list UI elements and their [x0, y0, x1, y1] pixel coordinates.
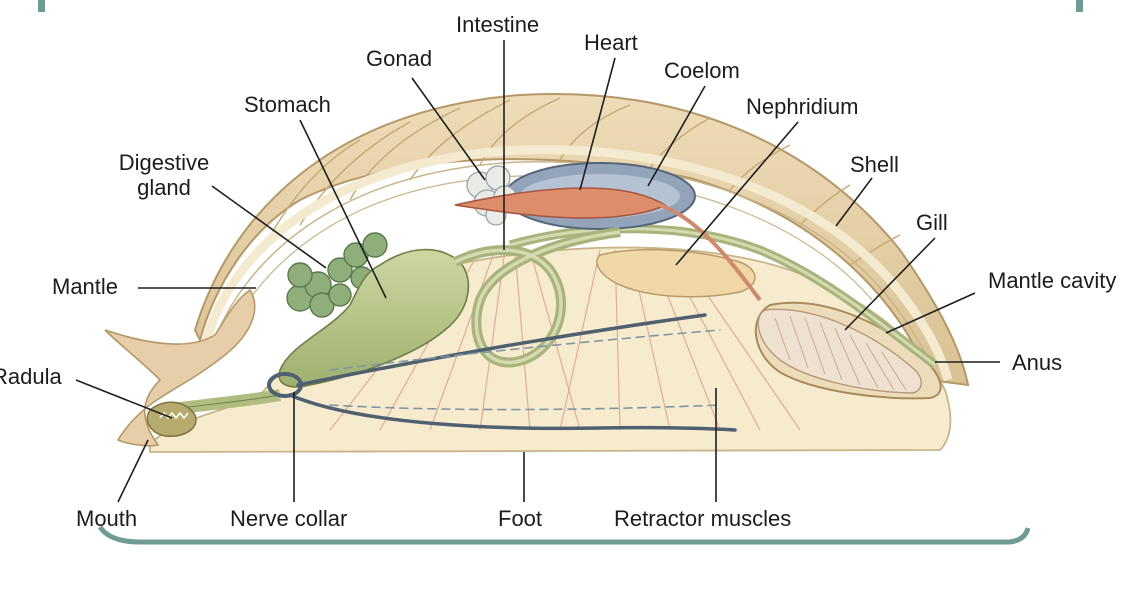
nerve-cord-dashed — [329, 329, 721, 371]
label-digestive-gland: Digestive gland — [108, 150, 220, 200]
label-coelom: Coelom — [664, 58, 740, 83]
label-heart: Heart — [584, 30, 638, 55]
label-digestive-gland-line1: Digestive — [118, 150, 210, 175]
muscle-fiber — [429, 249, 496, 431]
intestine-rectum-highlight — [509, 227, 936, 367]
leader-lines — [75, 40, 1000, 503]
label-stomach: Stomach — [244, 92, 331, 117]
frame-bottom-rule — [97, 525, 1031, 545]
radula-teeth — [159, 411, 189, 420]
gill-filament — [774, 317, 791, 361]
gland-lobe — [327, 257, 353, 283]
label-retractor-muscles: Retractor muscles — [614, 506, 792, 531]
label-gill: Gill — [916, 210, 948, 235]
label-intestine: Intestine — [456, 12, 540, 37]
leader-shell — [835, 177, 873, 227]
leader-coelom — [647, 85, 706, 187]
muscle-fiber — [559, 249, 601, 431]
leader-nephridium — [675, 121, 799, 266]
nerve-cord-dashed — [329, 404, 721, 411]
gill-filaments — [774, 315, 907, 391]
nerve-cord-pedal — [288, 393, 737, 432]
gill-filament — [834, 327, 861, 386]
leader-radula — [75, 379, 173, 419]
gill-filament — [819, 321, 843, 381]
slide-frame — [38, 0, 1083, 545]
gill-filament — [804, 317, 826, 375]
label-radula: Radula — [0, 364, 62, 389]
gland-lobe — [287, 262, 313, 288]
buccal-cavity — [146, 401, 197, 437]
gill-filament — [865, 342, 895, 391]
leader-mantle-cavity — [885, 292, 976, 334]
label-mouth: Mouth — [76, 506, 138, 531]
mantle-layer-line — [217, 175, 873, 359]
leader-stomach — [299, 119, 387, 299]
shell-ridge — [729, 144, 791, 191]
label-shell: Shell — [850, 152, 899, 177]
nephridium-organ — [596, 248, 756, 298]
leader-gonad — [411, 77, 486, 181]
leader-gill — [844, 237, 936, 331]
aorta — [659, 203, 762, 302]
frame-corner-right — [1076, 0, 1083, 12]
gill-filament — [881, 351, 907, 391]
frame-corner-left — [38, 0, 45, 12]
leader-heart — [579, 57, 616, 191]
digestive-gland-organ — [286, 232, 388, 318]
gill-filament — [789, 315, 809, 369]
label-anus: Anus — [1012, 350, 1063, 375]
shell-ridge — [799, 184, 851, 226]
gill-filament — [849, 334, 879, 389]
muscle-fiber — [514, 249, 531, 431]
label-nerve-collar: Nerve collar — [230, 506, 348, 531]
gland-lobe — [328, 283, 352, 307]
nervous-system — [267, 313, 737, 432]
intestine-coil-highlight — [454, 230, 621, 365]
leader-digestive-gland — [211, 185, 327, 269]
label-digestive-gland-line2: gland — [137, 175, 191, 200]
label-nephridium: Nephridium — [746, 94, 859, 119]
label-gonad: Gonad — [366, 46, 433, 71]
label-mantle: Mantle — [52, 274, 119, 299]
shell-ridge — [409, 99, 511, 181]
shell-outer — [193, 93, 970, 387]
head-tentacles — [104, 288, 256, 447]
leader-mouth — [117, 439, 149, 503]
label-mantle-cavity: Mantle cavity — [988, 268, 1117, 293]
radula-organ — [146, 401, 197, 437]
nerve-cord-visceral — [296, 313, 707, 387]
gill-body — [757, 308, 922, 394]
gland-lobe — [362, 232, 388, 258]
label-foot: Foot — [498, 506, 543, 531]
